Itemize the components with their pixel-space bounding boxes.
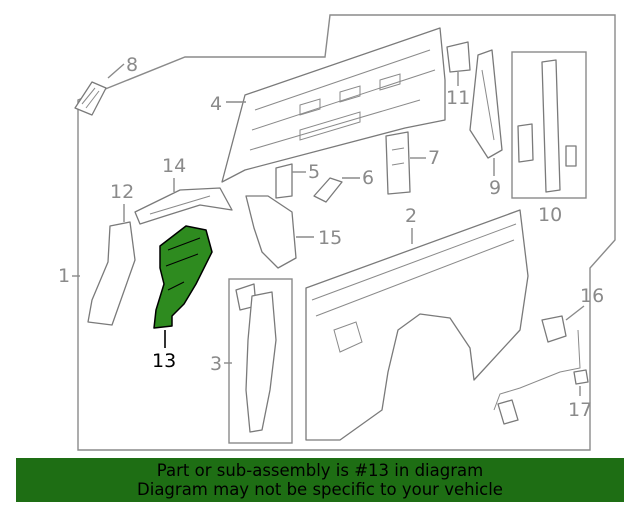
leader-8 <box>107 63 125 79</box>
callout-3: 3 <box>210 353 222 375</box>
part-15-brace <box>245 195 297 269</box>
banner-line-2: Diagram may not be specific to your vehi… <box>137 480 503 499</box>
callout-5: 5 <box>308 161 320 183</box>
callout-13: 13 <box>152 350 176 372</box>
part-13-shape <box>153 225 213 329</box>
part-9-pillar <box>469 49 503 159</box>
part-10-group-box <box>511 51 587 199</box>
part-3-panel <box>235 283 277 433</box>
part-7-bracket <box>385 131 411 195</box>
part-17-wiring-harness <box>493 329 589 425</box>
part-6-bracket <box>313 177 343 203</box>
part-13-inner-panel <box>153 225 213 329</box>
callout-10: 10 <box>538 204 562 226</box>
leader-16 <box>565 305 585 321</box>
callout-7: 7 <box>428 147 440 169</box>
callout-9: 9 <box>489 177 501 199</box>
callout-15: 15 <box>318 227 342 249</box>
banner-line-1: Part or sub-assembly is #13 in diagram <box>156 461 484 480</box>
info-banner: Part or sub-assembly is #13 in diagram D… <box>16 458 624 502</box>
callout-17: 17 <box>568 399 592 421</box>
callout-6: 6 <box>362 167 374 189</box>
callout-1: 1 <box>58 265 70 287</box>
part-4-front-panel <box>221 27 446 183</box>
callout-8: 8 <box>126 54 138 76</box>
part-10-pillar <box>517 59 577 193</box>
part-11-bracket <box>446 41 471 73</box>
callout-4: 4 <box>210 93 222 115</box>
callout-11: 11 <box>446 87 470 109</box>
part-5-bracket <box>275 163 293 199</box>
assembly-outline <box>77 14 616 451</box>
part-8-clip <box>74 81 107 116</box>
part-14-wheelhouse <box>134 187 233 225</box>
callout-14: 14 <box>162 155 186 177</box>
callout-16: 16 <box>580 285 604 307</box>
callout-2: 2 <box>405 205 417 227</box>
callout-12: 12 <box>110 181 134 203</box>
part-3-group-box <box>228 278 293 444</box>
part-12-wheelhouse-liner <box>87 221 136 326</box>
part-16-connector <box>541 315 567 343</box>
part-2-side-panel <box>305 209 529 441</box>
